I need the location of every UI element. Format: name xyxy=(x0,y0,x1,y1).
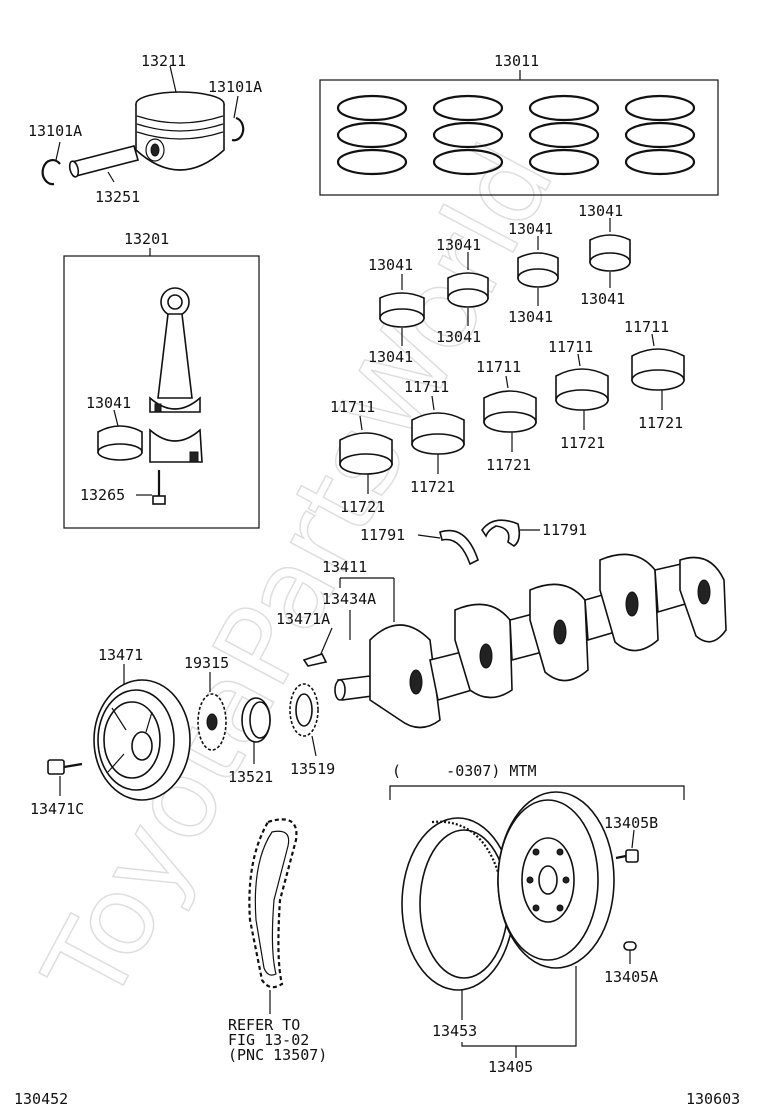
part-13211: 13211 xyxy=(141,52,186,70)
part-13101A-right: 13101A xyxy=(208,78,262,96)
woodruff-key xyxy=(302,653,328,667)
snap-ring-right xyxy=(231,116,245,142)
part-13405A: 13405A xyxy=(604,968,658,986)
part-13041-rod: 13041 xyxy=(86,394,131,412)
piston-pin-illustration xyxy=(68,145,139,178)
rod-bearing-illustration xyxy=(97,425,143,461)
part-11791-right: 11791 xyxy=(542,521,587,539)
refer-note-line1: REFER TO xyxy=(228,1016,300,1034)
crankshaft-group: 13411 13434A 13471A xyxy=(276,553,727,729)
part-11721-b: 11721 xyxy=(410,478,455,496)
footer-right-code: 130603 xyxy=(686,1090,740,1108)
connecting-rod-box xyxy=(63,255,260,529)
ring-set-4 xyxy=(624,94,696,176)
pulley-bolt-illustration xyxy=(47,759,83,775)
part-11721-c: 11721 xyxy=(486,456,531,474)
pulley-sprocket-group: 13471 19315 13521 13519 xyxy=(30,646,335,818)
part-13251: 13251 xyxy=(95,188,140,206)
thrust-washer-left xyxy=(439,529,479,566)
part-13405B: 13405B xyxy=(604,814,658,832)
crank-pulley-illustration xyxy=(93,679,191,801)
main-bearing-d xyxy=(555,368,609,411)
main-bearing-e xyxy=(631,348,685,391)
crankshaft-illustration xyxy=(334,553,727,729)
part-13041-d-bot: 13041 xyxy=(580,290,625,308)
ring-set-2 xyxy=(432,94,504,176)
flywheel-illustration xyxy=(497,791,615,969)
part-13011: 13011 xyxy=(494,52,539,70)
part-13519: 13519 xyxy=(290,760,335,778)
group-note-mtm: ( -0307) MTM xyxy=(392,762,537,780)
flywheel-group: ( -0307) MTM 13405B 13405A xyxy=(389,762,685,1076)
crank-sprocket-13519 xyxy=(289,683,319,737)
part-11721-a: 11721 xyxy=(340,498,385,516)
part-19315: 19315 xyxy=(184,654,229,672)
piston-illustration xyxy=(135,91,225,171)
part-13434A: 13434A xyxy=(322,590,376,608)
refer-note-line3: (PNC 13507) xyxy=(228,1046,327,1064)
part-13453: 13453 xyxy=(432,1022,477,1040)
part-13521: 13521 xyxy=(228,768,273,786)
bearing-13041-c xyxy=(517,252,559,288)
part-13041-c-bot: 13041 xyxy=(508,308,553,326)
part-13041-c-top: 13041 xyxy=(508,220,553,238)
part-13471: 13471 xyxy=(98,646,143,664)
part-11711-c: 11711 xyxy=(476,358,521,376)
part-13101A-left: 13101A xyxy=(28,122,82,140)
part-13411: 13411 xyxy=(322,558,367,576)
part-13471C: 13471C xyxy=(30,800,84,818)
part-13265: 13265 xyxy=(80,486,125,504)
part-13201: 13201 xyxy=(124,230,169,248)
part-11721-d: 11721 xyxy=(560,434,605,452)
part-11711-a: 11711 xyxy=(330,398,375,416)
piston-ring-sets: 13011 xyxy=(319,52,719,196)
bearing-13041-d xyxy=(589,234,631,272)
ring-set-box xyxy=(319,79,719,196)
part-13471A: 13471A xyxy=(276,610,330,628)
ring-set-1 xyxy=(336,94,408,176)
part-11791-left: 11791 xyxy=(360,526,405,544)
connecting-rod-group: 13201 13041 13265 xyxy=(63,230,260,529)
footer-left-code: 130452 xyxy=(14,1090,68,1108)
connecting-rod-illustration xyxy=(149,287,203,463)
ring-set-3 xyxy=(528,94,600,176)
main-bearing-a xyxy=(339,432,393,475)
part-13405: 13405 xyxy=(488,1058,533,1076)
part-11711-e: 11711 xyxy=(624,318,669,336)
part-11721-e: 11721 xyxy=(638,414,683,432)
thrust-washer-right xyxy=(481,519,521,547)
oil-seal-13521 xyxy=(241,697,271,743)
bearing-13041-b xyxy=(447,272,489,308)
part-13041-d-top: 13041 xyxy=(578,202,623,220)
rod-bolt-illustration xyxy=(152,470,166,505)
piston-group: 13211 13101A 13101A 13251 xyxy=(28,52,262,206)
part-11711-d: 11711 xyxy=(548,338,593,356)
flywheel-bolt-illustration xyxy=(615,849,639,863)
part-13041-b-top: 13041 xyxy=(436,236,481,254)
part-13041-b-bot: 13041 xyxy=(436,328,481,346)
bearing-row-13041: 13041 13041 13041 13041 13041 13041 1304… xyxy=(368,202,631,366)
main-bearing-c xyxy=(483,390,537,433)
main-bearing-b xyxy=(411,412,465,455)
part-13041-a-bot: 13041 xyxy=(368,348,413,366)
main-bearing-row: 11711 11721 11711 11721 11711 11721 1171… xyxy=(330,318,685,516)
refer-note-line2: FIG 13-02 xyxy=(228,1031,309,1049)
thrust-washers: 11791 11791 xyxy=(360,519,587,566)
part-13041-a-top: 13041 xyxy=(368,256,413,274)
snap-ring-left xyxy=(41,159,61,186)
part-11711-b: 11711 xyxy=(404,378,449,396)
dowel-pin-illustration xyxy=(623,941,637,951)
timing-gear-19315 xyxy=(197,693,227,751)
ring-gear-illustration xyxy=(401,817,515,991)
bearing-13041-a xyxy=(379,292,425,328)
timing-chain-illustration xyxy=(248,818,298,989)
